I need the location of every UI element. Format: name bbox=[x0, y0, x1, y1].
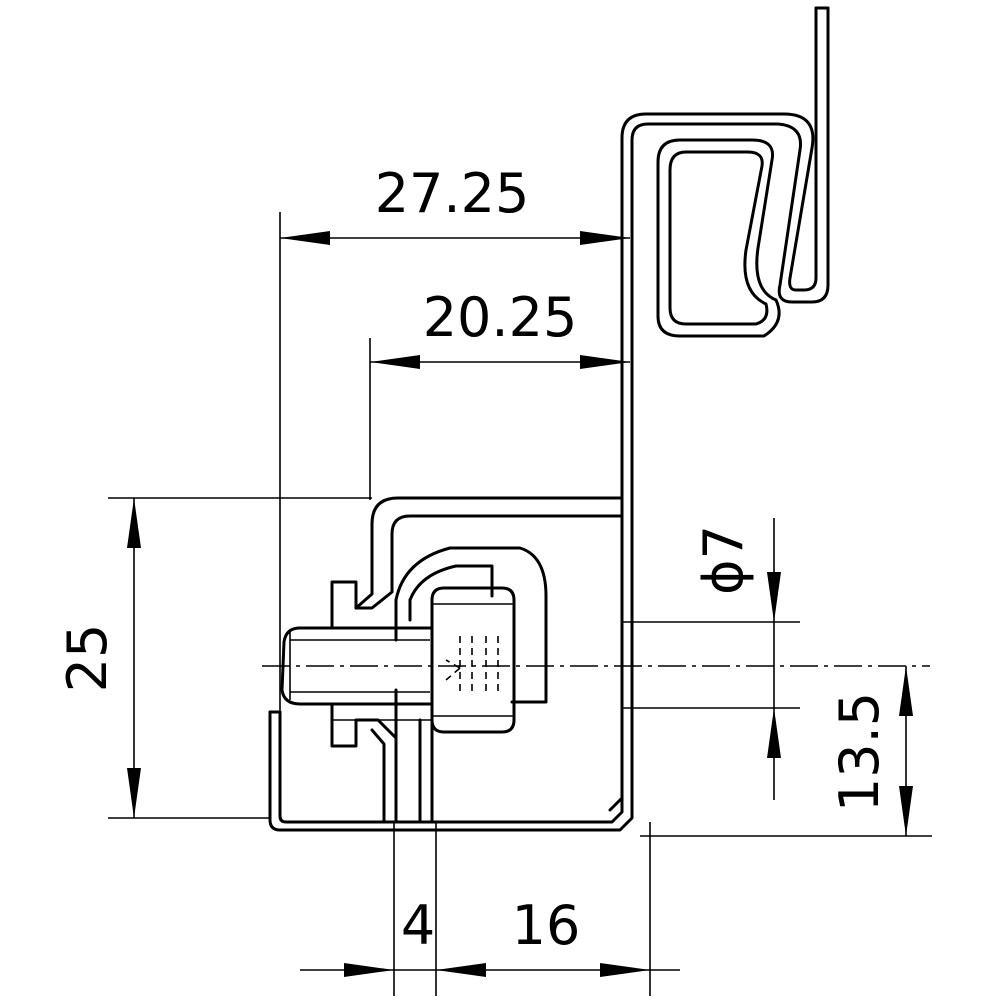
screw bbox=[280, 586, 516, 734]
dim-label-4: 4 bbox=[401, 894, 435, 957]
dimension-25: 25 bbox=[56, 497, 372, 819]
clamp-body bbox=[332, 546, 548, 824]
dim-label-16: 16 bbox=[512, 894, 581, 957]
upper-hook-profile bbox=[268, 6, 830, 832]
dim-label-27-25: 27.25 bbox=[375, 162, 530, 225]
dimension-13-5: 13.5 bbox=[640, 666, 932, 837]
dimension-4-16: 4 16 bbox=[300, 822, 680, 996]
dim-label-25: 25 bbox=[56, 624, 119, 693]
dimension-20-25: 20.25 bbox=[369, 286, 630, 500]
dim-label-diameter-7: ϕ7 bbox=[692, 525, 755, 595]
dimension-diameter-7: ϕ7 bbox=[692, 518, 781, 800]
dim-label-20-25: 20.25 bbox=[423, 286, 578, 349]
dimension-27-25: 27.25 bbox=[279, 162, 630, 712]
wall-hole bbox=[608, 620, 800, 812]
dim-label-13-5: 13.5 bbox=[828, 692, 891, 812]
